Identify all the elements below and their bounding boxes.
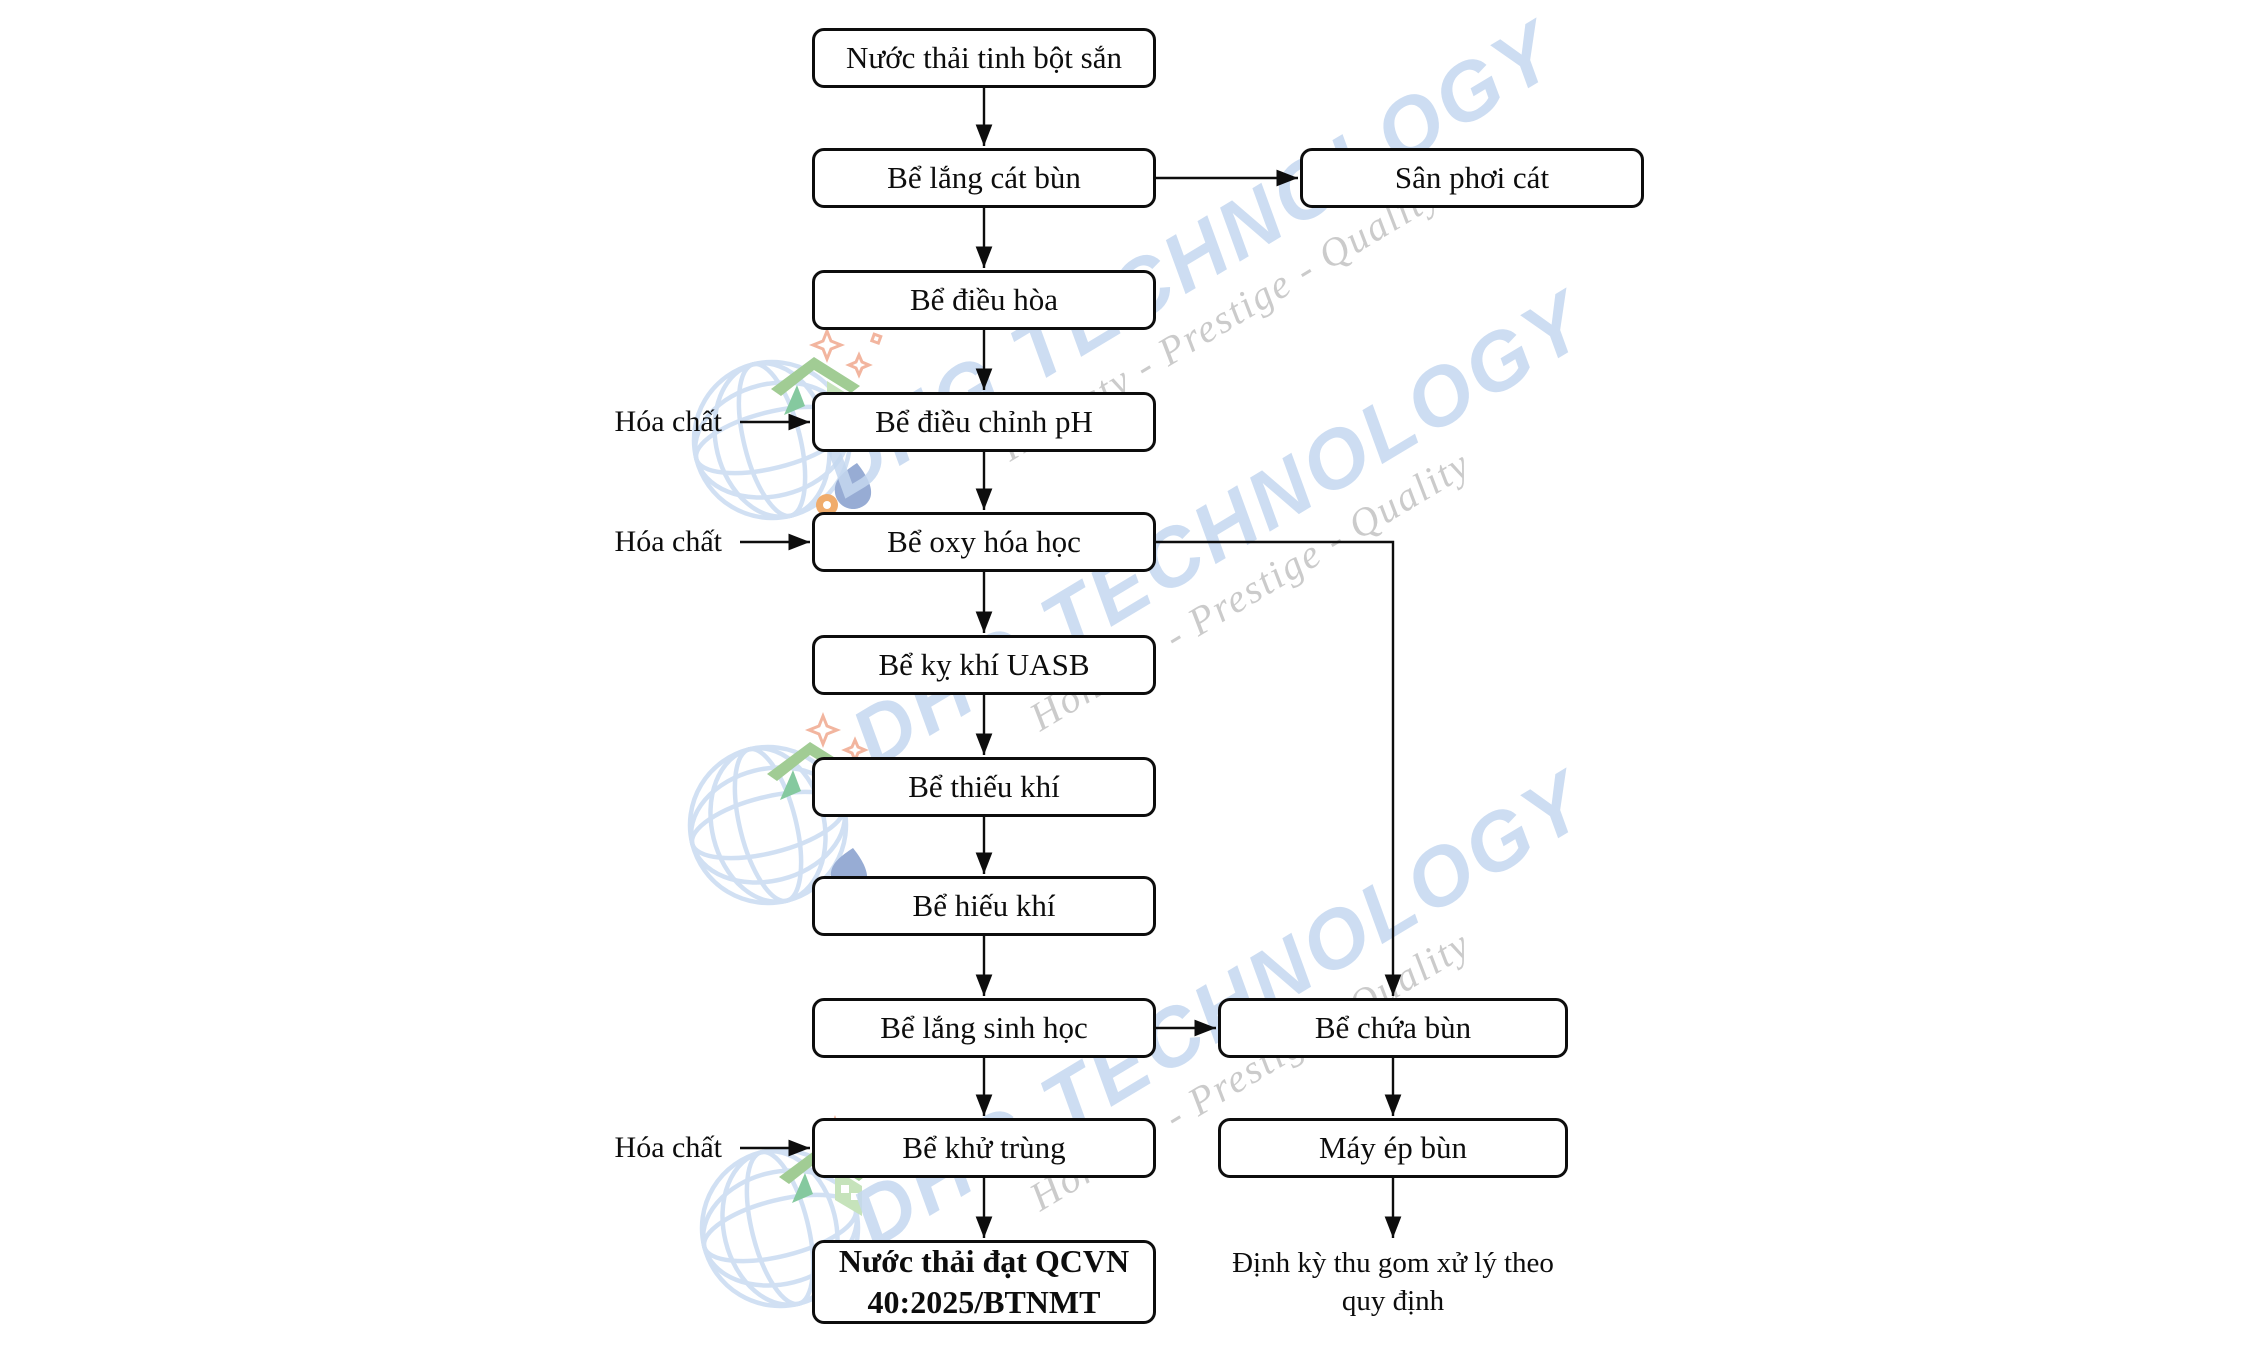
- node-nuoc-thai-tinh-bot-san: Nước thải tinh bột sắn: [812, 28, 1156, 88]
- node-be-lang-sinh-hoc: Bể lắng sinh học: [812, 998, 1156, 1058]
- node-may-ep-bun: Máy ép bùn: [1218, 1118, 1568, 1178]
- node-be-dieu-hoa: Bể điều hòa: [812, 270, 1156, 330]
- node-nuoc-thai-dat-qcvn: Nước thải đạt QCVN 40:2025/BTNMT: [812, 1240, 1156, 1324]
- node-be-oxy-hoa-hoc: Bể oxy hóa học: [812, 512, 1156, 572]
- arrow-oxy-to-be-chua-bun: [1156, 540, 1402, 996]
- node-be-lang-cat-bun: Bể lắng cát bùn: [812, 148, 1156, 208]
- node-be-thieu-khi: Bể thiếu khí: [812, 757, 1156, 817]
- node-be-chua-bun: Bể chứa bùn: [1218, 998, 1568, 1058]
- node-be-hieu-khi: Bể hiếu khí: [812, 876, 1156, 936]
- node-be-khu-trung: Bể khử trùng: [812, 1118, 1156, 1178]
- node-san-phoi-cat: Sân phơi cát: [1300, 148, 1644, 208]
- label-hoa-chat-oxy: Hóa chất: [614, 525, 722, 558]
- node-be-dieu-chinh-ph: Bể điều chỉnh pH: [812, 392, 1156, 452]
- note-dinh-ky-thu-gom: Định kỳ thu gom xử lý theo quy định: [1232, 1247, 1554, 1317]
- label-hoa-chat-ph: Hóa chất: [614, 405, 722, 438]
- label-hoa-chat-khu-trung: Hóa chất: [614, 1131, 722, 1164]
- node-be-ky-khi-uasb: Bể kỵ khí UASB: [812, 635, 1156, 695]
